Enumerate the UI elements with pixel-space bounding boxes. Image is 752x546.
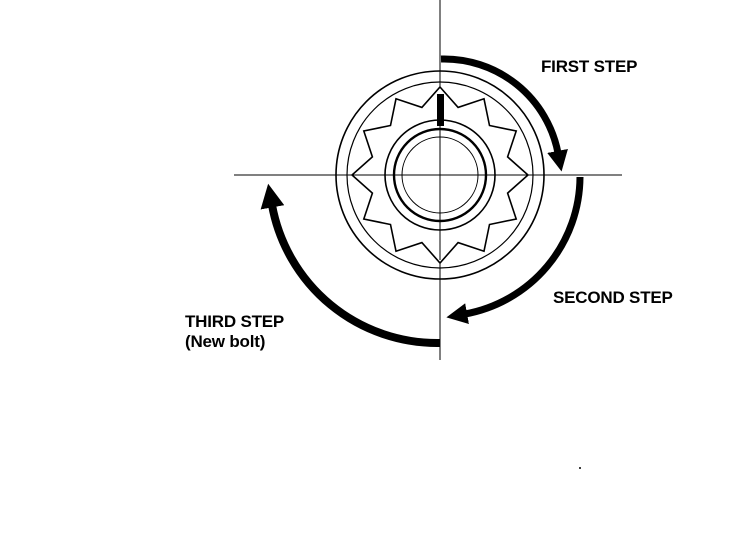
- second-step-label: SECOND STEP: [553, 288, 673, 307]
- stray-dot: [579, 467, 581, 469]
- third-step-arrow: [260, 183, 441, 348]
- washer-outer-circle: [335, 70, 545, 280]
- first-step-label: FIRST STEP: [541, 57, 638, 76]
- third-step-label: THIRD STEP: [185, 312, 285, 331]
- third-step-note-label: (New bolt): [185, 332, 266, 351]
- second-step-arrow: [446, 176, 584, 324]
- bolt-reference-mark: [437, 94, 444, 126]
- first-step-arrow: [440, 55, 568, 172]
